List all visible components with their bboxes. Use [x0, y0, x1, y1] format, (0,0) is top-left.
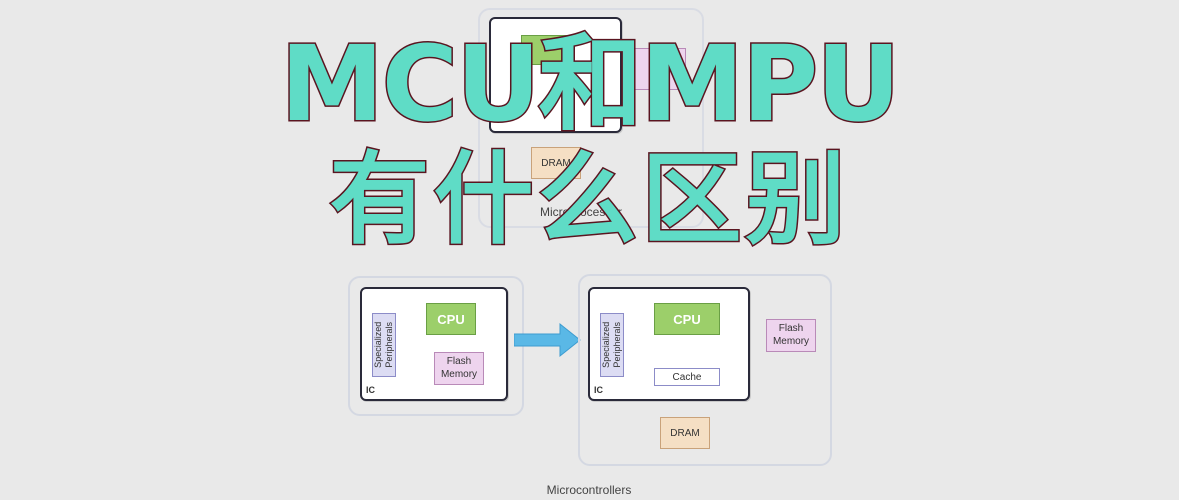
top-dram-block: DRAM: [531, 147, 581, 179]
right-cache-label: Cache: [672, 371, 702, 383]
left-cpu-block: CPU: [426, 303, 476, 335]
top-flash-block: [626, 48, 686, 90]
right-arrow-icon: [514, 322, 581, 358]
left-ic-chip: Specialized Peripherals CPU Flash Memory…: [360, 287, 508, 401]
left-flash-block: Flash Memory: [434, 352, 484, 385]
left-flash-label: Flash Memory: [440, 356, 478, 380]
right-cpu-label: CPU: [673, 311, 701, 327]
right-cpu-block: CPU: [654, 303, 720, 335]
right-cache-block: Cache: [654, 368, 720, 386]
right-flash-block: Flash Memory: [766, 319, 816, 352]
left-cpu-label: CPU: [437, 311, 465, 327]
right-ic-label: IC: [594, 385, 603, 395]
right-outer-container: [578, 274, 832, 466]
left-peripherals-block: Specialized Peripherals: [372, 313, 396, 377]
top-caption: Microprocessor: [540, 205, 623, 219]
top-dram-label: DRAM: [541, 157, 571, 169]
title-line-2: 有什么区别: [328, 141, 850, 258]
top-ic-chip: [489, 17, 622, 133]
right-peripherals-block: Specialized Peripherals: [600, 313, 624, 377]
left-peripherals-label: Specialized Peripherals: [373, 321, 394, 369]
left-ic-label: IC: [366, 385, 375, 395]
right-ic-chip: Specialized Peripherals CPU Cache IC: [588, 287, 750, 401]
top-outer-container: [478, 8, 704, 228]
right-flash-label: Flash Memory: [772, 323, 810, 347]
right-dram-label: DRAM: [670, 427, 700, 439]
right-peripherals-label: Specialized Peripherals: [601, 321, 622, 369]
title-line-1: MCU和MPU: [279, 23, 902, 145]
diagram-caption: Microcontrollers: [546, 483, 632, 497]
right-dram-block: DRAM: [660, 417, 710, 449]
top-cpu-block: [521, 35, 571, 65]
